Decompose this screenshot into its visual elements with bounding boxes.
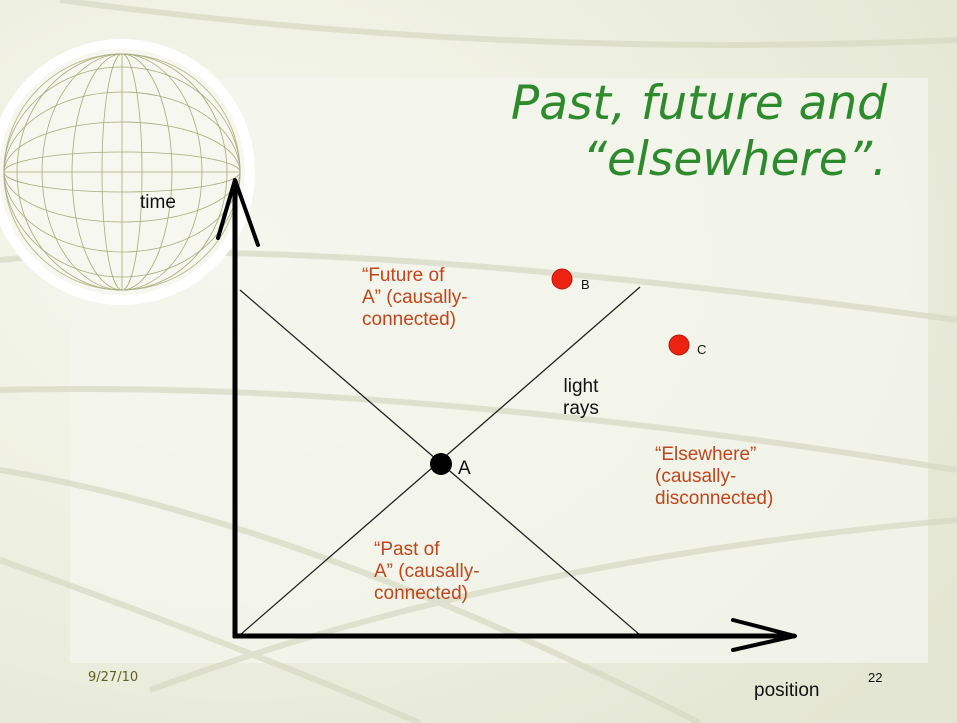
future-region-label: “Future of A” (causally- connected) xyxy=(362,265,468,330)
slide-date: 9/27/10 xyxy=(88,670,139,685)
time-axis-label: time xyxy=(140,192,176,213)
event-c-label: C xyxy=(697,342,707,357)
light-rays-label: light rays xyxy=(563,376,599,419)
slide-title: Past, future and “elsewhere”. xyxy=(327,76,887,188)
event-b-label: B xyxy=(581,277,590,292)
title-line-2: “elsewhere”. xyxy=(582,132,887,187)
past-region-label: “Past of A” (causally- connected) xyxy=(374,539,480,604)
event-a-marker xyxy=(430,453,452,475)
elsewhere-region-label: “Elsewhere” (causally- disconnected) xyxy=(655,444,774,509)
title-line-1: Past, future and xyxy=(510,76,887,131)
page-number: 22 xyxy=(868,670,883,685)
globe-icon xyxy=(0,39,255,305)
time-axis-arrowhead-icon xyxy=(216,178,260,247)
event-c-marker xyxy=(668,334,690,356)
position-axis-arrowhead-icon xyxy=(731,618,797,652)
position-axis-label: position xyxy=(754,680,820,701)
event-b-marker xyxy=(551,268,573,290)
event-a-label: A xyxy=(458,458,471,479)
